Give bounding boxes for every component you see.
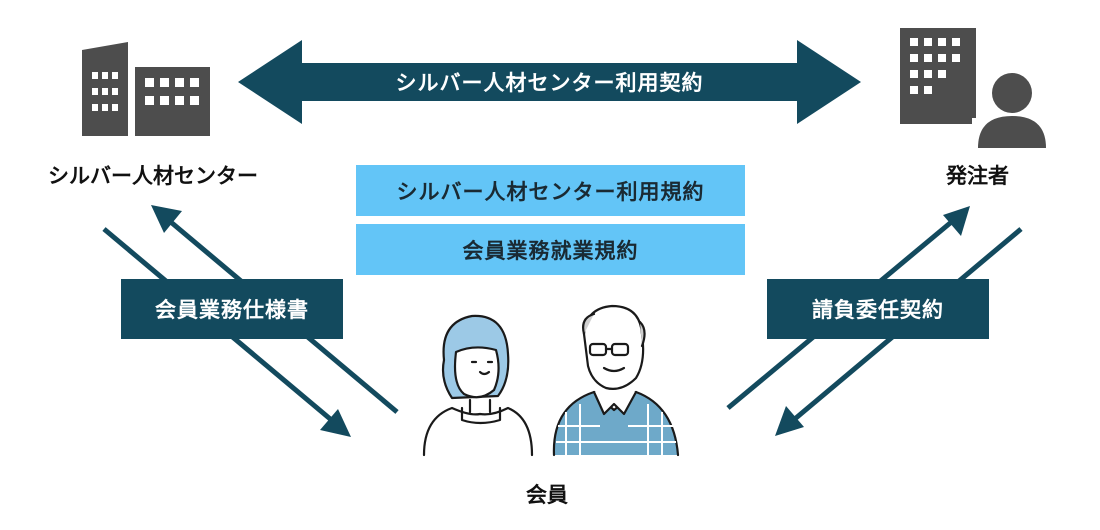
arrowhead-up-right [943,206,970,236]
elderly-couple-illustration [422,304,680,457]
woman-figure [422,314,534,457]
center-name: シルバー人材センター [48,164,258,188]
top-double-arrow [238,40,861,124]
work-rules-box: 会員業務就業規約 [356,224,745,275]
member-spec-box: 会員業務仕様書 [121,279,343,339]
usage-terms-box: シルバー人材センター利用規約 [356,165,745,216]
shirt-plaid [556,404,676,455]
arrowhead-down-left [320,409,351,437]
arrowhead-down-right [775,406,804,436]
client-name: 発注者 [946,164,1009,188]
member-name: 会員 [526,483,568,507]
contract-box: 請負委任契約 [767,279,989,339]
office-building-icon [82,42,210,136]
arrowhead-up-left [151,205,182,233]
top-arrow-label: シルバー人材センター利用契約 [395,71,704,95]
building-person-icon [900,28,1052,158]
man-figure [552,304,680,457]
